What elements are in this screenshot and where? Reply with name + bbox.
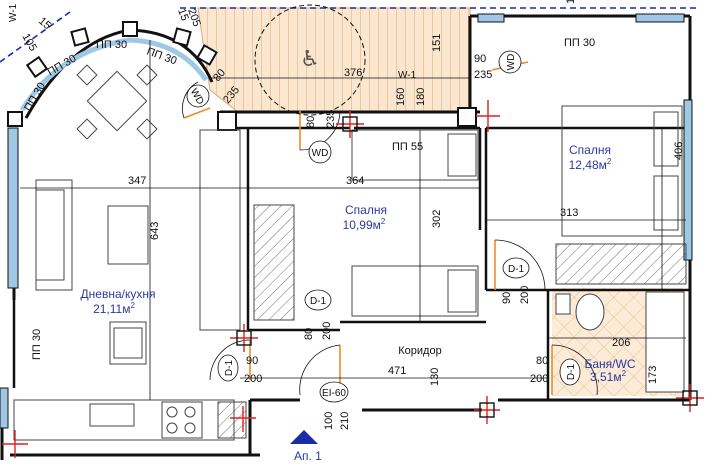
marker-4: [2, 430, 28, 458]
dim-label: 200: [519, 286, 531, 304]
marker-5: [230, 406, 256, 432]
dim-label: 302: [431, 210, 443, 228]
dimension-lines: [20, 40, 686, 400]
wheelchair-circle: ♿: [254, 4, 366, 116]
kitchen-counter: [13, 399, 247, 441]
dim-label: 471: [388, 365, 406, 377]
dim-label: 313: [560, 207, 578, 219]
dining-table: [76, 64, 158, 140]
dim-label: 235: [474, 69, 492, 81]
marker-1: [336, 110, 364, 138]
dim-label: 90: [474, 53, 486, 65]
door-swings: [182, 61, 598, 396]
dim-label: 151: [431, 34, 443, 52]
marker-3: [230, 324, 258, 352]
dim-label: 206: [612, 337, 630, 349]
wd-tag: WD: [498, 50, 522, 74]
window-label: ПП 30: [31, 329, 43, 360]
dim-label: 200: [321, 322, 333, 340]
dim-label: 105: [19, 32, 39, 54]
entrance-arrow: [290, 430, 318, 444]
dimension-labels: 347 364 313 643 302 406 471 206 173 376 …: [19, 0, 685, 430]
window-label: ПП 55: [392, 141, 423, 153]
dim-label: 90: [501, 292, 513, 304]
dim-label: 90: [246, 355, 258, 367]
dim-label: 235: [325, 110, 337, 128]
dim-label: 347: [128, 175, 146, 187]
dim-label: 173: [647, 366, 659, 384]
wd-tag: WD: [308, 140, 332, 164]
entrance-label: Ап. 1: [294, 449, 322, 463]
room-name-bathroom: Баня/WC: [585, 357, 636, 371]
dim-label: 130: [429, 368, 441, 386]
svg-text:WD: WD: [312, 148, 329, 159]
dim-label: 80: [303, 328, 315, 340]
window-label: ПП 30: [46, 53, 79, 79]
bay-window-pillars: [7, 21, 477, 131]
room-name-living: Дневна/кухня: [81, 287, 156, 301]
bathroom-fixtures: [555, 291, 685, 393]
window-label: ПП 30: [564, 37, 595, 49]
svg-text:D-1: D-1: [310, 296, 327, 307]
window-label: ПП 30: [96, 39, 127, 51]
dim-label: 80: [536, 355, 548, 367]
windows: [0, 13, 693, 429]
dim-label: 10: [565, 0, 577, 4]
svg-text:D-1: D-1: [224, 360, 235, 377]
marker-2: [476, 100, 500, 132]
svg-text:D-1: D-1: [566, 364, 577, 381]
door-tag: D-1: [502, 257, 530, 279]
window-label: ПП 30: [22, 81, 48, 114]
door-tag: D-1: [559, 358, 581, 386]
dim-label: 364: [346, 175, 364, 187]
dim-label: 100: [323, 412, 335, 430]
door-tag: D-1: [304, 289, 332, 311]
column-markers: [2, 100, 704, 458]
marker-7: [676, 384, 704, 412]
dim-label: 80: [305, 116, 317, 128]
dim-label: 15: [175, 7, 190, 23]
dim-label: 200: [244, 373, 262, 385]
dim-label: 205: [185, 7, 203, 28]
wd-tags: WD WD WD: [186, 50, 522, 164]
dim-label: 200: [530, 373, 548, 385]
dim-label: 406: [673, 142, 685, 160]
dim-label: 210: [339, 412, 351, 430]
w-tag: W-1: [398, 70, 417, 81]
w-tag: W-1: [8, 3, 19, 22]
dim-label: 15: [36, 15, 53, 32]
dim-label: 376: [344, 67, 362, 79]
svg-text:WD: WD: [506, 54, 517, 71]
room-labels: Дневна/кухня 21,11м2 Спалня 10,99м2 Спал…: [81, 143, 636, 384]
bedroom-2-bed: [555, 105, 687, 285]
wd-tag: WD: [186, 84, 210, 108]
w-tags: W-1 W-1: [8, 3, 417, 81]
room-name-corridor: Коридор: [398, 345, 441, 357]
dim-label: 643: [149, 222, 161, 240]
property-boundary: [0, 7, 700, 63]
room-area-living: 21,11м2: [93, 301, 135, 316]
dim-label: 160: [395, 88, 407, 106]
bay-window-glass: [19, 37, 209, 112]
svg-text:EI-60: EI-60: [322, 388, 346, 399]
door-tags: D-1 D-1 D-1 D-1 EI-60: [217, 257, 581, 403]
room-name-bedroom-2: Спалня: [569, 143, 611, 157]
bedroom-1-beds: [253, 129, 479, 321]
living-furniture: [35, 129, 241, 365]
room-name-bedroom-1: Спалня: [345, 203, 387, 217]
balcony-deck: [197, 7, 471, 113]
room-area-bedroom-2: 12,48м2: [569, 157, 612, 172]
marker-6: [474, 396, 500, 424]
room-area-bathroom: 3,51м2: [590, 369, 627, 384]
dim-label: 180: [415, 88, 427, 106]
svg-text:D-1: D-1: [508, 264, 525, 275]
room-area-bedroom-1: 10,99м2: [343, 217, 386, 232]
door-tag: D-1: [217, 354, 239, 382]
interior-walls: [12, 112, 690, 400]
wheelchair-icon: ♿: [300, 47, 320, 72]
door-tag: EI-60: [319, 381, 349, 403]
